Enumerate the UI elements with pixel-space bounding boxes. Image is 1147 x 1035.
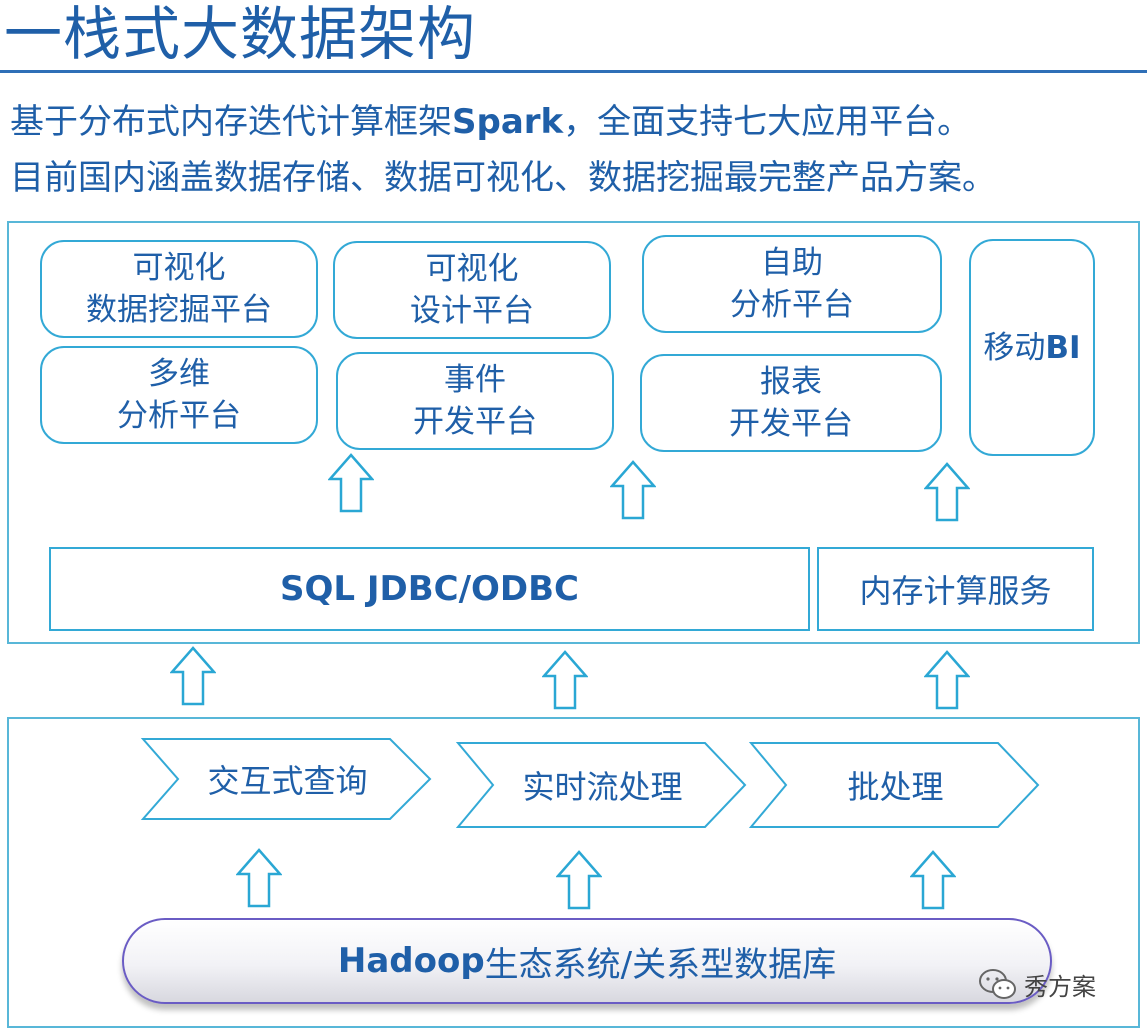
sql-jdbc-odbc-box: SQL JDBC/ODBC bbox=[49, 547, 810, 631]
platform-label: 多维 bbox=[148, 356, 210, 392]
chevron-realtime-stream: 实时流处理 bbox=[522, 768, 683, 806]
subtitle-text: ，全面支持七大应用平台。 bbox=[563, 102, 972, 142]
foundation-text: 生态系统/关系型数据库 bbox=[484, 944, 837, 985]
platform-label-text: 移动 bbox=[983, 329, 1046, 366]
up-arrow-icon bbox=[556, 850, 602, 910]
chevron-interactive-query: 交互式查询 bbox=[207, 762, 368, 800]
chevron-batch: 批处理 bbox=[847, 768, 944, 806]
subtitle-text: 基于分布式内存迭代计算框架 bbox=[10, 102, 452, 142]
platform-label: 开发平台 bbox=[729, 406, 853, 442]
memory-compute-service-box: 内存计算服务 bbox=[817, 547, 1094, 631]
platform-label: 开发平台 bbox=[413, 404, 537, 440]
chevron-interactive-query-shape bbox=[140, 738, 432, 820]
platform-label: 移动BI bbox=[983, 327, 1080, 369]
platform-label: 可视化 bbox=[132, 250, 226, 286]
up-arrow-icon bbox=[924, 462, 970, 522]
chevron-batch-shape bbox=[748, 742, 1040, 828]
platform-label: 分析平台 bbox=[730, 287, 854, 323]
platform-self-analysis: 自助 分析平台 bbox=[642, 235, 942, 333]
platform-report-dev: 报表 开发平台 bbox=[640, 354, 942, 452]
up-arrow-icon bbox=[924, 650, 970, 710]
wechat-icon bbox=[979, 968, 1016, 999]
title-divider bbox=[0, 70, 1147, 73]
watermark: 秀方案 bbox=[978, 967, 1096, 1002]
watermark-text: 秀方案 bbox=[1024, 973, 1096, 1001]
up-arrow-icon bbox=[236, 848, 282, 908]
up-arrow-icon bbox=[542, 650, 588, 710]
platform-label: 事件 bbox=[444, 362, 506, 398]
platform-mobile-bi: 移动BI bbox=[969, 239, 1095, 456]
up-arrow-icon bbox=[328, 453, 374, 513]
platform-label: 可视化 bbox=[425, 251, 519, 287]
platform-label: 自助 bbox=[761, 245, 823, 281]
page-title: 一栈式大数据架构 bbox=[4, 0, 477, 68]
up-arrow-icon bbox=[910, 850, 956, 910]
subtitle-line-2: 目前国内涵盖数据存储、数据可视化、数据挖掘最完整产品方案。 bbox=[10, 158, 996, 198]
foundation-bold: Hadoop bbox=[337, 941, 485, 981]
up-arrow-icon bbox=[170, 646, 216, 706]
platform-label: 报表 bbox=[760, 364, 822, 400]
platform-label: 分析平台 bbox=[117, 398, 241, 434]
subtitle-bold: Spark bbox=[452, 102, 564, 142]
platform-label: 设计平台 bbox=[410, 293, 534, 329]
platform-visual-design: 可视化 设计平台 bbox=[333, 241, 611, 339]
platform-visual-mining: 可视化 数据挖掘平台 bbox=[40, 240, 318, 338]
platform-event-dev: 事件 开发平台 bbox=[336, 352, 614, 450]
subtitle-line-1: 基于分布式内存迭代计算框架Spark，全面支持七大应用平台。 bbox=[10, 100, 971, 144]
platform-label-bold: BI bbox=[1045, 329, 1081, 366]
up-arrow-icon bbox=[610, 460, 656, 520]
chevron-realtime-stream-shape bbox=[455, 742, 747, 828]
platform-label: 数据挖掘平台 bbox=[86, 292, 272, 328]
platform-multidim-analysis: 多维 分析平台 bbox=[40, 346, 318, 444]
